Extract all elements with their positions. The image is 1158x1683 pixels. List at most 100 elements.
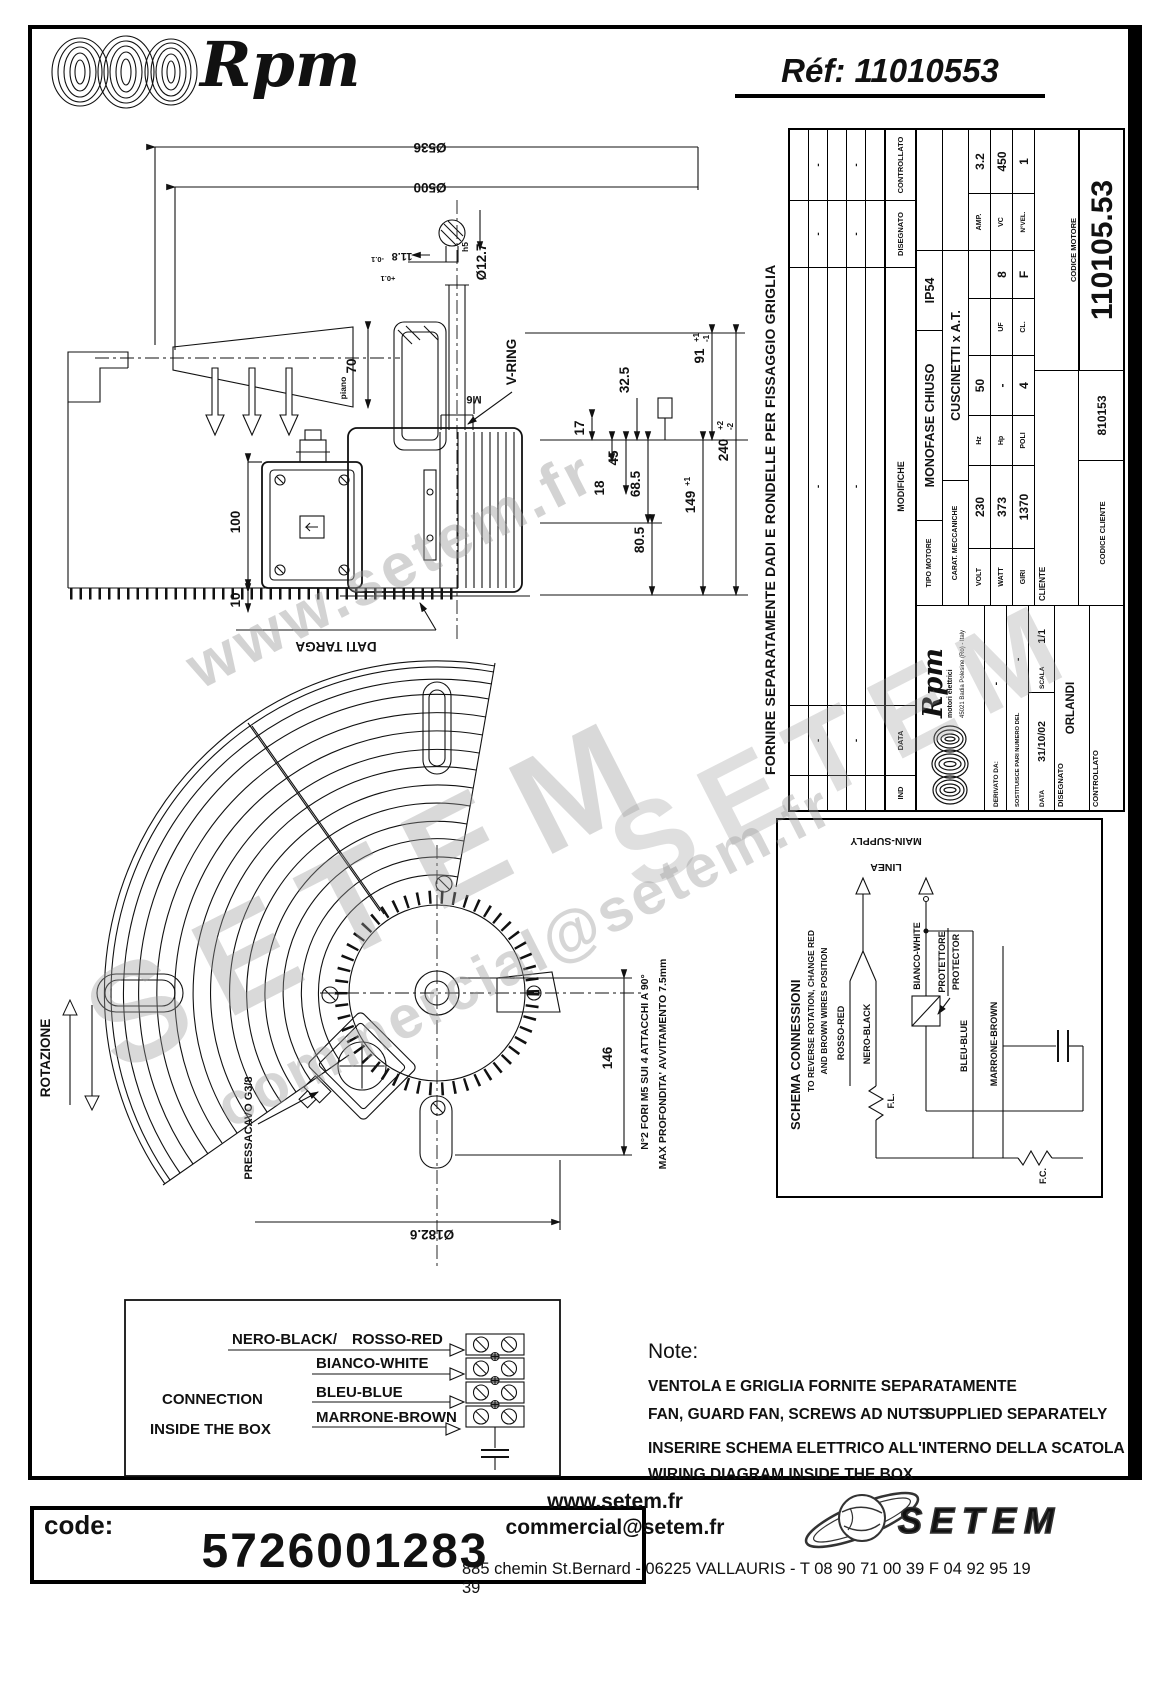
rev-dash: - — [809, 705, 828, 775]
label-dati-targa: DATI TARGA — [295, 639, 376, 654]
dim-80-5: 80.5 — [632, 526, 647, 553]
terminal-box — [261, 429, 363, 589]
dim-500: Ø500 — [413, 180, 446, 195]
spec-amp-value: 3.2 — [972, 153, 987, 170]
rev-dash: - — [847, 705, 866, 775]
dim-45: 45 — [606, 450, 621, 466]
wire-bleu-blue: BLEU-BLUE — [316, 1384, 403, 1401]
technical-drawing: Ø536 Ø500 Ø12.7 h5 11.8 -0.1 +0.1 — [38, 140, 748, 1477]
dim-91-sup: +1 — [692, 332, 701, 342]
shaft-end-detail: Ø12.7 h5 11.8 -0.1 +0.1 — [371, 210, 489, 283]
connection-title-2: INSIDE THE BOX — [150, 1421, 271, 1438]
dim-91: 91 — [692, 348, 707, 364]
wire-rosso-red: ROSSO-RED — [352, 1331, 443, 1348]
tb-disegnato-value: ORLANDI — [1065, 681, 1077, 735]
dim-h5: h5 — [460, 242, 470, 252]
fan-blade-profile — [67, 351, 458, 600]
motor-side-view: Ø536 Ø500 Ø12.7 h5 11.8 -0.1 +0.1 — [67, 140, 748, 654]
spec-volt-label: VOLT — [969, 548, 990, 605]
schema-title: SCHEMA CONNESSIONI — [788, 980, 803, 1130]
schema-reverse-note-1: TO REVERSE ROTATION, CHANGE RED — [806, 930, 816, 1092]
dim-11-8-tol: -0.1 — [371, 255, 384, 264]
note-fori-m5: N°2 FORI M5 SUI 4 ATTACCHI A 90° — [639, 974, 651, 1149]
tb-sostituisce-value: - — [1011, 657, 1024, 662]
wiring-schematic: SCHEMA CONNESSIONI TO REVERSE ROTATION, … — [788, 835, 1084, 1184]
note-profondita: MAX PROFONDITA' AVVITAMENTO 7.5mm — [657, 959, 669, 1170]
spec-vc-value: 450 — [994, 151, 1009, 172]
note-line-2a: FAN, GUARD FAN, SCREWS AD NUTS — [648, 1406, 930, 1423]
spec-tipo-value: MONOFASE CHIUSO — [917, 330, 942, 520]
dim-149: 149 — [683, 491, 698, 514]
schema-fc: F.C. — [1038, 1168, 1048, 1184]
label-piano: piano — [338, 377, 348, 400]
manufacturer-block: Rpm motori elettrici 45021 Badia Polesin… — [917, 605, 1125, 810]
spec-giri-value: 1370 — [1013, 465, 1034, 548]
note-line-1: VENTOLA E GRIGLIA FORNITE SEPARATAMENTE — [648, 1378, 1017, 1395]
spec-carat-value: CUSCINETTI x A.T. — [943, 250, 968, 480]
dim-70: 70 — [344, 358, 359, 373]
tb-brand-sub: motori elettrici — [947, 669, 954, 718]
spec-nvel-label: N°VEL. — [1013, 193, 1034, 250]
dim-32-5: 32.5 — [617, 366, 632, 393]
spec-codice-cliente-label: CODICE CLIENTE — [1079, 460, 1125, 605]
schema-fl: F.L. — [886, 1094, 896, 1109]
dim-17: 17 — [572, 420, 587, 435]
label-pressacavo: PRESSACAVO G3/8 — [243, 1076, 255, 1179]
fan-terminal-box — [298, 1012, 416, 1120]
tb-sostituisce-label: SOSTITUISCE PARI NUMERO DEL — [1015, 712, 1021, 807]
schema-bianco-white: BIANCO-WHITE — [912, 922, 922, 990]
fan-cone: 70 piano — [95, 321, 400, 410]
note-line-3: INSERIRE SCHEMA ELETTRICO ALL'INTERNO DE… — [648, 1440, 1125, 1457]
brand-logo-text: Rpm — [200, 28, 361, 101]
supply-note: FORNIRE SEPARATAMENTE DADI E RONDELLE PE… — [762, 264, 778, 775]
rev-header-controllato: CONTROLLATO — [896, 136, 906, 194]
dim-12-7: Ø12.7 — [474, 244, 489, 281]
tb-data-label: DATA — [1038, 789, 1046, 807]
setem-logo-text: SETEM — [898, 1500, 1062, 1541]
schema-main-supply: MAIN-SUPPLY — [850, 835, 921, 847]
tb-derivato-value: - — [989, 681, 1002, 686]
spec-nvel-value: 1 — [1016, 158, 1031, 165]
rpm-coils-logo-icon — [51, 35, 198, 109]
spec-watt-value: 373 — [991, 465, 1012, 548]
spec-amp-label: AMP. — [969, 193, 990, 250]
dim-11-8: 11.8 — [392, 250, 413, 262]
schema-marrone-brown: MARRONE-BROWN — [989, 1002, 999, 1087]
schema-nero-black: NERO-BLACK — [862, 1003, 872, 1064]
spec-codice-cliente-value: 810153 — [1079, 370, 1125, 460]
rev-dash: - — [812, 163, 824, 167]
spec-hz-value: 50 — [969, 355, 990, 415]
setem-logo: SETEM — [804, 1491, 1062, 1549]
tb-address: 45021 Badia Polesine (Ro) - Italy — [960, 629, 966, 718]
connection-title-1: CONNECTION — [162, 1391, 263, 1408]
spec-uf-label: UF — [991, 298, 1012, 355]
footer-address: 885 chemin St.Bernard - 06225 VALLAURIS … — [462, 1560, 1031, 1597]
dim-182-6: Ø182.6 — [409, 1227, 454, 1242]
dim-91-sub: -1 — [702, 334, 711, 342]
motor-spec-table: TIPO MOTORE MONOFASE CHIUSO IP54 CARAT. … — [917, 130, 1125, 605]
schema-bleu-blue: BLEU-BLUE — [959, 1020, 969, 1072]
dim-536: Ø536 — [413, 140, 447, 155]
spec-uf-value: 8 — [991, 250, 1012, 298]
rev-header-modifiche: MODIFICHE — [886, 267, 915, 705]
rev-dash: - — [847, 267, 866, 705]
dim-100: 100 — [228, 511, 243, 534]
tb-scala-label: SCALA — [1038, 666, 1046, 689]
schema-protettore: PROTETTORE — [937, 931, 947, 992]
note-title: Note: — [648, 1340, 699, 1363]
reference-number: Réf: 11010553 — [735, 52, 1045, 98]
tb-brand: Rpm — [918, 648, 949, 718]
code-label: code: — [44, 1510, 114, 1540]
rev-dash: - — [809, 200, 828, 267]
tb-scala-value: 1/1 — [1035, 629, 1048, 644]
spec-volt-value: 230 — [969, 465, 990, 548]
spec-poli-label: POLI — [1013, 415, 1034, 465]
tb-disegnato-label: DISEGNATO — [1056, 763, 1065, 807]
dim-18: 18 — [592, 480, 607, 496]
wire-marrone-brown: MARRONE-BROWN — [316, 1409, 457, 1426]
spec-hp-value: - — [991, 355, 1012, 415]
note-line-2b: SUPPLIED SEPARATELY — [925, 1406, 1108, 1423]
spec-tipo-label: TIPO MOTORE — [917, 520, 942, 605]
spec-ip54: IP54 — [917, 250, 942, 330]
capacitor-symbol — [481, 1427, 509, 1470]
